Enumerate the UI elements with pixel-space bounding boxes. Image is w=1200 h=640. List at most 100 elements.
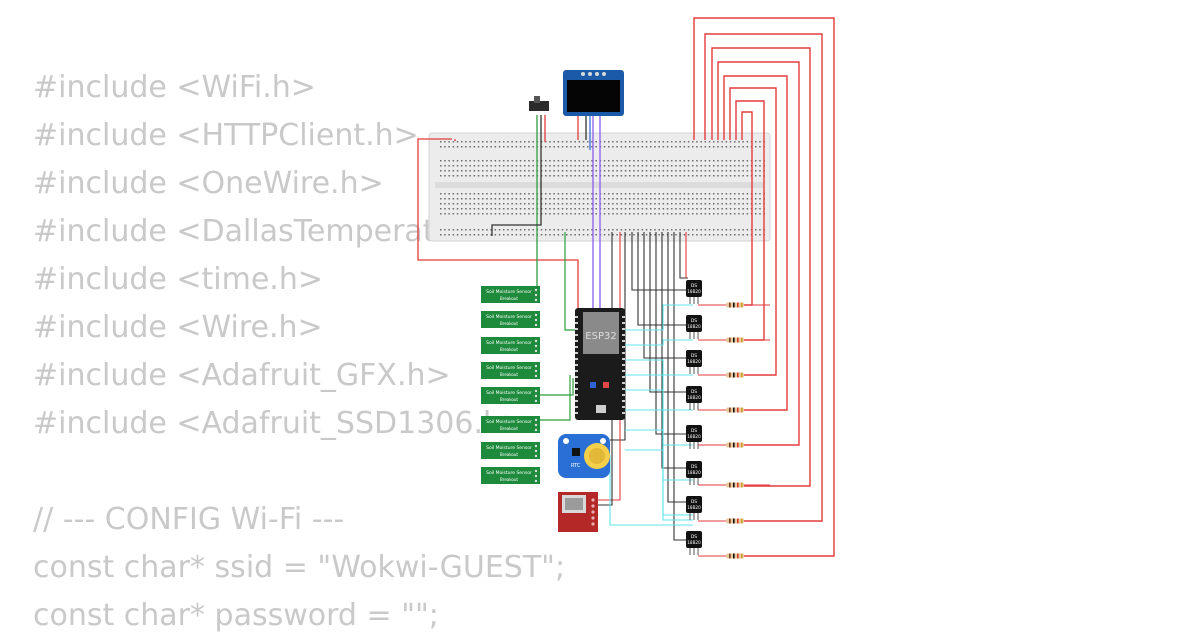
oled-display[interactable] — [563, 70, 624, 116]
resistor[interactable] — [726, 482, 744, 488]
soil-sensor-title: Soil Moisture Sensor — [486, 390, 532, 396]
ds18b20-label-line1: DS — [691, 534, 697, 540]
sensor-wire — [564, 232, 577, 331]
resistor[interactable] — [726, 442, 744, 448]
ground-wire — [643, 232, 688, 359]
sd-card-module[interactable] — [558, 492, 598, 532]
soil-sensor-subtitle: Breakout — [500, 347, 518, 352]
rtc-module[interactable]: RTC — [558, 434, 610, 478]
ds18b20-label-line2: 18B20 — [687, 324, 701, 329]
soil-sensor-subtitle: Breakout — [500, 296, 518, 301]
red-loop-wire — [704, 33, 823, 522]
resistor[interactable] — [726, 553, 744, 559]
red-loop-wire — [717, 61, 800, 446]
ds18b20-label-line2: 18B20 — [687, 289, 701, 294]
temp-sensor-group: DS18B20DS18B20DS18B20DS18B20DS18B20DS18B… — [686, 280, 702, 555]
ground-wire — [661, 232, 688, 469]
code-line: #include <WiFi.h> — [33, 70, 316, 105]
resistor[interactable] — [726, 302, 744, 308]
ds18b20-label-line2: 18B20 — [687, 470, 701, 475]
rtc-label: RTC — [571, 463, 581, 469]
ds18b20-label-line1: DS — [691, 428, 697, 434]
code-editor-text: #include <WiFi.h>#include <HTTPClient.h>… — [33, 64, 565, 640]
data-wire — [625, 359, 693, 376]
ground-wire — [679, 232, 688, 279]
ds18b20-label-line2: 18B20 — [687, 505, 701, 510]
soil-sensor-subtitle: Breakout — [500, 477, 518, 482]
resistor[interactable] — [726, 372, 744, 378]
ds18b20-label-line2: 18B20 — [687, 395, 701, 400]
red-loop-wire — [693, 17, 835, 557]
ground-wire — [631, 232, 688, 291]
ds18b20-label-line2: 18B20 — [687, 359, 701, 364]
power-wire — [417, 138, 579, 330]
ds18b20-label-line1: DS — [691, 283, 697, 289]
ground-wire — [637, 232, 688, 326]
soil-sensor-title: Soil Moisture Sensor — [486, 340, 532, 346]
data-wire — [625, 339, 693, 346]
ground-wire — [649, 232, 688, 393]
ground-wire — [667, 232, 688, 503]
red-loop-wire — [723, 75, 788, 411]
ds18b20-label-line1: DS — [691, 499, 697, 505]
data-wire — [625, 389, 693, 446]
data-wire — [625, 304, 693, 331]
soil-sensor-title: Soil Moisture Sensor — [486, 314, 532, 320]
ds18b20-label-line1: DS — [691, 464, 697, 470]
resistor[interactable] — [726, 337, 744, 343]
soil-sensor-subtitle: Breakout — [500, 426, 518, 431]
data-wire — [609, 455, 693, 526]
esp32-label: ESP32 — [585, 331, 616, 342]
sensor-wire — [540, 375, 571, 421]
ds18b20-label-line1: DS — [691, 389, 697, 395]
soil-sensor-title: Soil Moisture Sensor — [486, 365, 532, 371]
soil-sensor-subtitle: Breakout — [500, 372, 518, 377]
code-line: #include <Wire.h> — [33, 310, 323, 345]
code-line: const char* password = ""; — [33, 598, 439, 633]
soil-sensor-subtitle: Breakout — [500, 321, 518, 326]
ds18b20-label-line1: DS — [691, 318, 697, 324]
ds18b20-label-line1: DS — [691, 353, 697, 359]
code-line: #include <time.h> — [33, 262, 323, 297]
code-line: #include <Adafruit_GFX.h> — [33, 358, 451, 393]
soil-sensor-title: Soil Moisture Sensor — [486, 419, 532, 425]
ground-wire — [655, 232, 688, 435]
resistor[interactable] — [726, 518, 744, 524]
code-line: #include <Adafruit_SSD1306.h> — [33, 406, 528, 441]
soil-sensor-title: Soil Moisture Sensor — [486, 289, 532, 295]
ds18b20-label-line2: 18B20 — [687, 540, 701, 545]
red-loop-wire — [711, 47, 811, 487]
slide-switch[interactable] — [529, 96, 549, 111]
ds18b20-label-line2: 18B20 — [687, 434, 701, 439]
ground-wire — [673, 232, 688, 541]
code-line: // --- CONFIG Wi-Fi --- — [33, 502, 345, 537]
esp32-board[interactable]: ESP32 — [575, 308, 625, 420]
resistor[interactable] — [726, 407, 744, 413]
switch-wire — [491, 115, 542, 236]
soil-sensor-title: Soil Moisture Sensor — [486, 470, 532, 476]
soil-sensor-subtitle: Breakout — [500, 397, 518, 402]
soil-sensor-title: Soil Moisture Sensor — [486, 445, 532, 451]
wires — [417, 17, 835, 557]
code-line: const char* ssid = "Wokwi-GUEST"; — [33, 550, 566, 585]
ground-wire — [610, 232, 626, 441]
resistor-group — [726, 302, 744, 559]
